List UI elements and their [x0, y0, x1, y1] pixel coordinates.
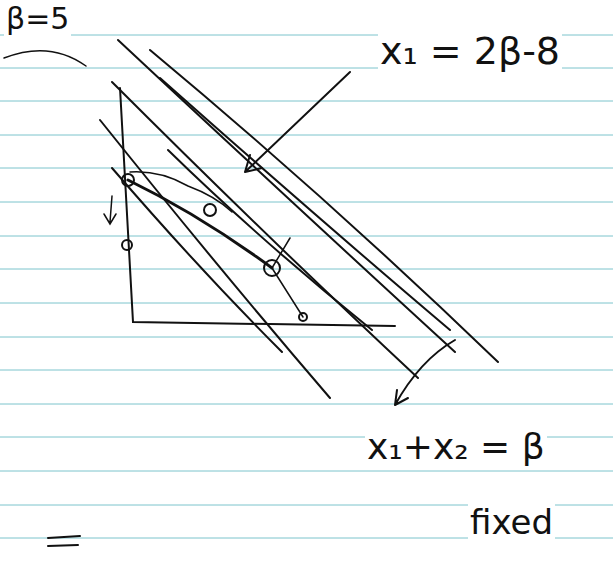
- handwritten-label: x₁+x₂ = β: [365, 426, 547, 467]
- pointer-arrow: [245, 72, 350, 172]
- ink-mark: [48, 536, 80, 546]
- point: [122, 174, 134, 186]
- handwritten-label: fixed: [468, 503, 555, 542]
- feasible-segment: [128, 180, 272, 268]
- point: [299, 313, 307, 321]
- scribble: [4, 51, 86, 66]
- point: [264, 260, 280, 276]
- scribble: [130, 172, 232, 212]
- down-arrow: [104, 196, 116, 224]
- level-line: [100, 120, 330, 398]
- handwritten-label: x₁ = 2β-8: [378, 30, 562, 74]
- ink-sketch: [4, 40, 498, 546]
- level-line: [112, 82, 418, 378]
- axes: [120, 88, 395, 326]
- level-line: [150, 50, 498, 362]
- level-line: [118, 40, 455, 352]
- point: [122, 240, 132, 250]
- handwritten-label: β=5: [4, 2, 71, 37]
- point: [204, 204, 216, 216]
- pointer-arrow: [395, 340, 455, 405]
- level-line: [112, 168, 282, 352]
- segment: [272, 238, 290, 268]
- ruled-lines: [0, 35, 613, 538]
- level-line: [168, 150, 372, 330]
